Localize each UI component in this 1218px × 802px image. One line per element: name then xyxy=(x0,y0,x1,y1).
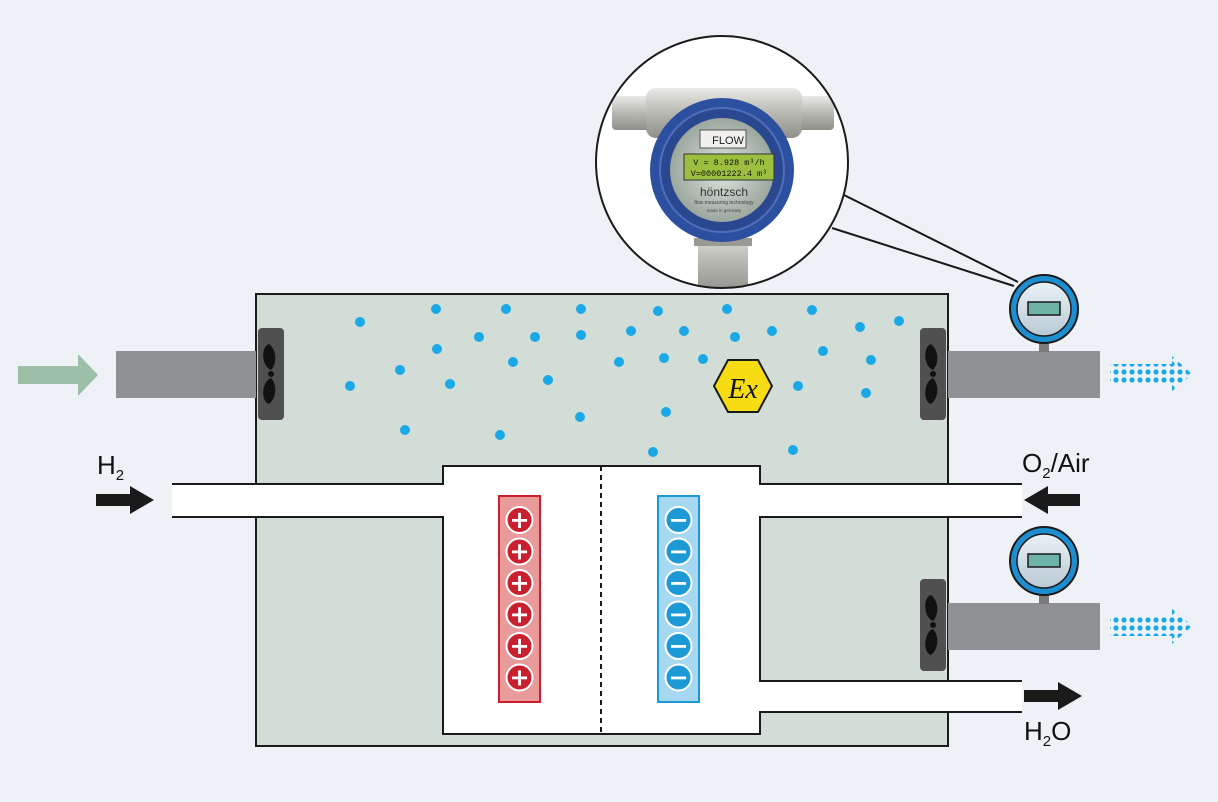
explosion-protection-icon xyxy=(712,359,774,413)
hydrogen-particle xyxy=(576,330,586,340)
charge-symbol: + xyxy=(509,664,529,692)
charge-symbol: − xyxy=(668,538,688,566)
hydrogen-particle xyxy=(722,304,732,314)
positive-charge-icon xyxy=(505,663,534,692)
negative-charge-icon xyxy=(664,663,693,692)
positive-charge-icon xyxy=(505,537,534,566)
hydrogen-particle xyxy=(661,407,671,417)
hydrogen-particle xyxy=(432,344,442,354)
hydrogen-particle xyxy=(793,381,803,391)
air-inlet-arrow xyxy=(18,354,98,396)
hydrogen-particle xyxy=(648,447,658,457)
hydrogen-particle xyxy=(495,430,505,440)
ex-warning: Ex xyxy=(712,359,774,413)
inlet-pipe-left xyxy=(116,351,256,398)
negative-charge-icon xyxy=(664,506,693,534)
o2-inlet-arrow xyxy=(1024,486,1080,514)
positive-charge-icon xyxy=(505,506,534,534)
outlet-arrow-top xyxy=(1110,356,1192,392)
positive-charge-icon xyxy=(505,632,534,660)
fan-icon xyxy=(925,595,938,655)
fan-right-top xyxy=(920,328,946,420)
charge-symbol: − xyxy=(668,506,688,534)
hydrogen-particle xyxy=(659,353,669,363)
hydrogen-particle xyxy=(395,365,405,375)
hydrogen-particle xyxy=(575,412,585,422)
fan-icon xyxy=(925,344,938,404)
fan-right-bottom xyxy=(920,579,946,671)
hydrogen-particle xyxy=(474,332,484,342)
device-display-title: FLOW xyxy=(712,135,744,147)
charge-symbol: − xyxy=(668,664,688,692)
callout-line-lower xyxy=(831,227,1015,287)
fan-icon xyxy=(263,344,276,404)
outlet-arrow-bottom xyxy=(1110,608,1192,644)
hydrogen-particle xyxy=(543,375,553,385)
hydrogen-particle xyxy=(653,306,663,316)
hydrogen-particle xyxy=(431,304,441,314)
hydrogen-particle xyxy=(894,316,904,326)
flow-meter-bottom xyxy=(1009,526,1079,604)
device-magnifier: FLOW V = 8.928 m³/h V=00001222.4 m³ hönt… xyxy=(595,35,849,289)
fan-left xyxy=(258,328,284,420)
hydrogen-particle xyxy=(508,357,518,367)
charge-symbol: + xyxy=(509,632,529,660)
charge-symbol: + xyxy=(509,601,529,629)
hydrogen-particle xyxy=(807,305,817,315)
hydrogen-particle xyxy=(345,381,355,391)
callout-line-upper xyxy=(841,193,1019,283)
charge-symbol: + xyxy=(509,506,529,534)
h2-inlet-arrow xyxy=(96,486,154,514)
outlet-pipe-bottom xyxy=(948,603,1100,650)
hydrogen-particle xyxy=(855,322,865,332)
device-lcd-line2: V=00001222.4 m³ xyxy=(691,169,768,179)
negative-charge-icon xyxy=(664,600,693,629)
negative-charge-icon xyxy=(664,537,693,566)
positive-charge-icon xyxy=(505,600,534,629)
hydrogen-particle xyxy=(400,425,410,435)
hydrogen-particle xyxy=(730,332,740,342)
hydrogen-particle xyxy=(626,326,636,336)
device-lcd-line1: V = 8.928 m³/h xyxy=(693,158,764,168)
negative-charge-icon xyxy=(664,632,693,660)
charge-symbol: − xyxy=(668,632,688,660)
outlet-pipe-top xyxy=(948,351,1100,398)
charge-symbol: − xyxy=(668,601,688,629)
hydrogen-particle xyxy=(767,326,777,336)
h2o-label: H2O xyxy=(1024,716,1071,750)
charge-symbol: − xyxy=(668,569,688,597)
negative-charge-icon xyxy=(664,569,693,597)
charge-symbol: + xyxy=(509,538,529,566)
device-brand: höntzsch xyxy=(700,185,748,199)
hydrogen-particle xyxy=(866,355,876,365)
h2-label: H2 xyxy=(97,450,124,484)
device-origin: made in germany xyxy=(707,208,743,213)
charge-symbol: + xyxy=(509,569,529,597)
cathode-charges: − − − − − − xyxy=(664,506,693,692)
magnifier-ring xyxy=(595,35,849,289)
hydrogen-particles xyxy=(345,304,904,457)
o2-air-label: O2/Air xyxy=(1022,448,1090,482)
hydrogen-particle xyxy=(614,357,624,367)
h2o-outlet-arrow xyxy=(1024,682,1082,710)
device-lcd xyxy=(683,153,775,181)
hydrogen-particle xyxy=(501,304,511,314)
hydrogen-particle xyxy=(788,445,798,455)
flow-meter-top xyxy=(1009,274,1079,352)
hydrogen-particle xyxy=(861,388,871,398)
hydrogen-particle xyxy=(698,354,708,364)
device-tagline: flow measuring technology xyxy=(694,200,754,206)
hydrogen-particle xyxy=(576,304,586,314)
positive-charge-icon xyxy=(505,569,534,597)
hydrogen-particle xyxy=(355,317,365,327)
gas-channel xyxy=(172,466,1022,734)
hydrogen-particle xyxy=(679,326,689,336)
ex-symbol-text: Ex xyxy=(727,374,758,405)
anode-charges: + + + + + + xyxy=(505,506,534,692)
hydrogen-particle xyxy=(530,332,540,342)
hydrogen-particle xyxy=(818,346,828,356)
hydrogen-particle xyxy=(445,379,455,389)
